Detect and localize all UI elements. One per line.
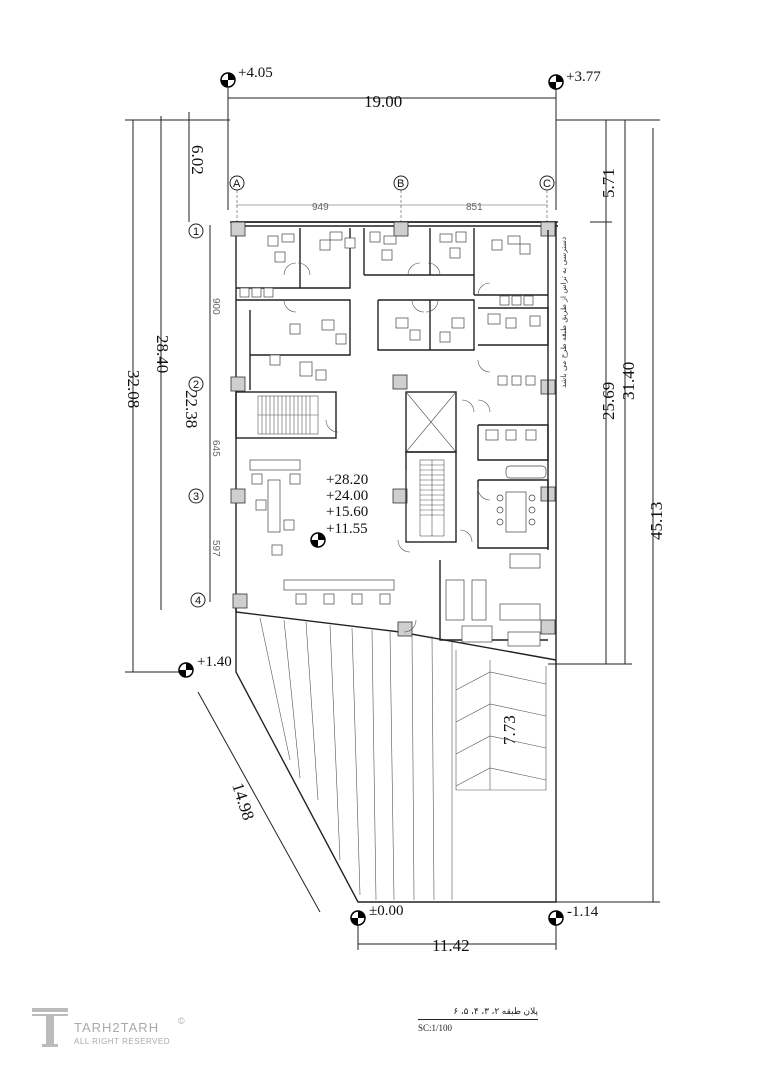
level-label-bottom-right: -1.14 — [567, 904, 599, 920]
level-marker-center: +28.20 +24.00 +15.60 +11.55 — [310, 472, 368, 548]
dim-left-28-40: 28.40 — [153, 335, 172, 373]
dimension-labels: 19.00 11.42 14.98 7.73 6.02 28.40 32.08 … — [124, 92, 666, 955]
dim-grid-34: 597 — [210, 540, 221, 557]
level-markers: +4.05 +3.77 +1.40 ±0.00 -1.14 — [178, 65, 601, 926]
level-label-bottom-left: ±0.00 — [369, 903, 403, 919]
grid-bubble-c: C — [539, 175, 555, 191]
dimension-lines — [125, 88, 660, 950]
level-label-center-2: +24.00 — [326, 488, 368, 504]
level-label-left: +1.40 — [197, 654, 232, 670]
dim-right-5-71: 5.71 — [599, 168, 618, 198]
level-label-center-3: +15.60 — [326, 504, 368, 520]
dim-bottom-width: 11.42 — [432, 936, 470, 955]
level-marker-top-right: +3.77 — [548, 69, 601, 90]
logo-rights: ALL RIGHT RESERVED — [74, 1037, 170, 1046]
level-label-top-right: +3.77 — [566, 69, 601, 85]
dim-right-45-13: 45.13 — [647, 502, 666, 540]
dim-left-32-08: 32.08 — [124, 370, 143, 408]
grid-bubble-a: A — [229, 175, 245, 191]
grid-label-2: 2 — [193, 379, 199, 391]
grid-bubble-b: B — [393, 175, 409, 191]
side-note: دسترسی به تراس از طریق طبقه طرح می باشد — [559, 237, 568, 388]
dim-grid-23: 645 — [210, 440, 221, 457]
door-swings — [283, 262, 491, 633]
dim-grid-bc: 851 — [466, 202, 483, 213]
dim-parking-depth: 7.73 — [500, 715, 519, 745]
dim-diagonal: 14.98 — [228, 780, 258, 822]
grid-label-1: 1 — [193, 226, 199, 238]
parking-area — [259, 617, 547, 901]
logo-brand: TARH2TARH — [74, 1020, 160, 1035]
grid-bubble-3: 3 — [188, 488, 204, 504]
stair-left — [257, 395, 319, 435]
grid-label-4: 4 — [195, 595, 201, 607]
tarh2tarh-logo: TARH2TARH © ALL RIGHT RESERVED — [28, 1000, 198, 1054]
dim-grid-ab: 949 — [312, 202, 329, 213]
grid-label-a: A — [233, 178, 241, 190]
dim-left-6-02: 6.02 — [188, 145, 207, 175]
interior-walls — [235, 228, 549, 641]
drawing-title: پلان طبقه ۲، ۳، ۴، ۵، ۶ — [418, 1006, 538, 1020]
dim-right-31-40: 31.40 — [619, 362, 638, 400]
stair-core — [405, 459, 445, 540]
level-label-center-4: +11.55 — [326, 521, 368, 537]
grid-bubble-1: 1 — [188, 223, 204, 239]
level-label-center-1: +28.20 — [326, 472, 368, 488]
grid-bubble-4: 4 — [190, 592, 206, 608]
grid-bubble-2: 2 — [188, 376, 204, 392]
logo-mark-icon — [32, 1008, 68, 1047]
level-marker-bottom-left: ±0.00 — [350, 903, 403, 926]
level-marker-top-left: +4.05 — [220, 65, 273, 88]
title-block: پلان طبقه ۲، ۳، ۴، ۵، ۶ SC:1/100 — [418, 1006, 538, 1036]
grid-axes: A B C 1 2 3 4 — [188, 175, 555, 608]
dim-grid-12: 900 — [210, 298, 221, 315]
level-marker-bottom-right: -1.14 — [548, 904, 599, 926]
drawing-scale: SC:1/100 — [418, 1023, 453, 1033]
grid-label-c: C — [543, 178, 551, 190]
dim-right-25-69: 25.69 — [599, 382, 618, 420]
level-marker-left: +1.40 — [178, 654, 232, 678]
logo-copyright: © — [178, 1016, 185, 1026]
level-label-top-left: +4.05 — [238, 65, 273, 81]
dim-left-22-38: 22.38 — [182, 390, 201, 428]
grid-label-b: B — [397, 178, 404, 190]
furniture — [239, 231, 547, 647]
structural-columns — [230, 221, 556, 637]
grid-label-3: 3 — [193, 491, 199, 503]
dim-top-width: 19.00 — [364, 92, 402, 111]
